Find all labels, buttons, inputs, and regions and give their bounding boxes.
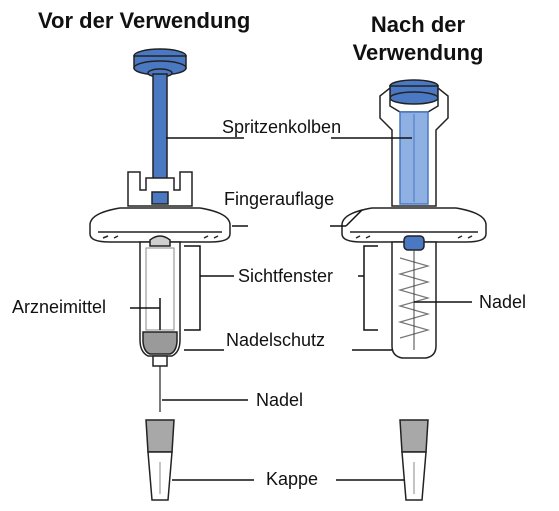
leader-lines (130, 137, 472, 481)
title-after-use-line2: Verwendung (352, 40, 484, 65)
medicine-fill-before (142, 331, 178, 355)
label-needle-before: Nadel (256, 390, 304, 410)
spring-coil (397, 257, 431, 339)
title-before-use: Vor der Verwendung (38, 8, 251, 33)
label-needle-after: Nadel (479, 292, 527, 312)
plunger-head-before (133, 48, 187, 78)
label-viewing-window: Sichtfenster (238, 266, 334, 286)
label-medicine: Arzneimittel (12, 297, 107, 317)
finger-flange-before (89, 207, 231, 243)
title-after-use-line1: Nach der (370, 12, 466, 37)
label-needle-guard: Nadelschutz (226, 330, 326, 350)
label-plunger: Spritzenkolben (222, 117, 342, 137)
label-cap: Kappe (266, 469, 319, 489)
syringe-after-use (341, 79, 487, 501)
grip-housing-before (127, 171, 193, 207)
cap-before (145, 419, 175, 501)
label-finger-flange: Fingerauflage (224, 189, 335, 209)
cap-after (399, 419, 429, 501)
syringe-before-use (89, 48, 231, 501)
plunger-head-after (389, 79, 439, 105)
